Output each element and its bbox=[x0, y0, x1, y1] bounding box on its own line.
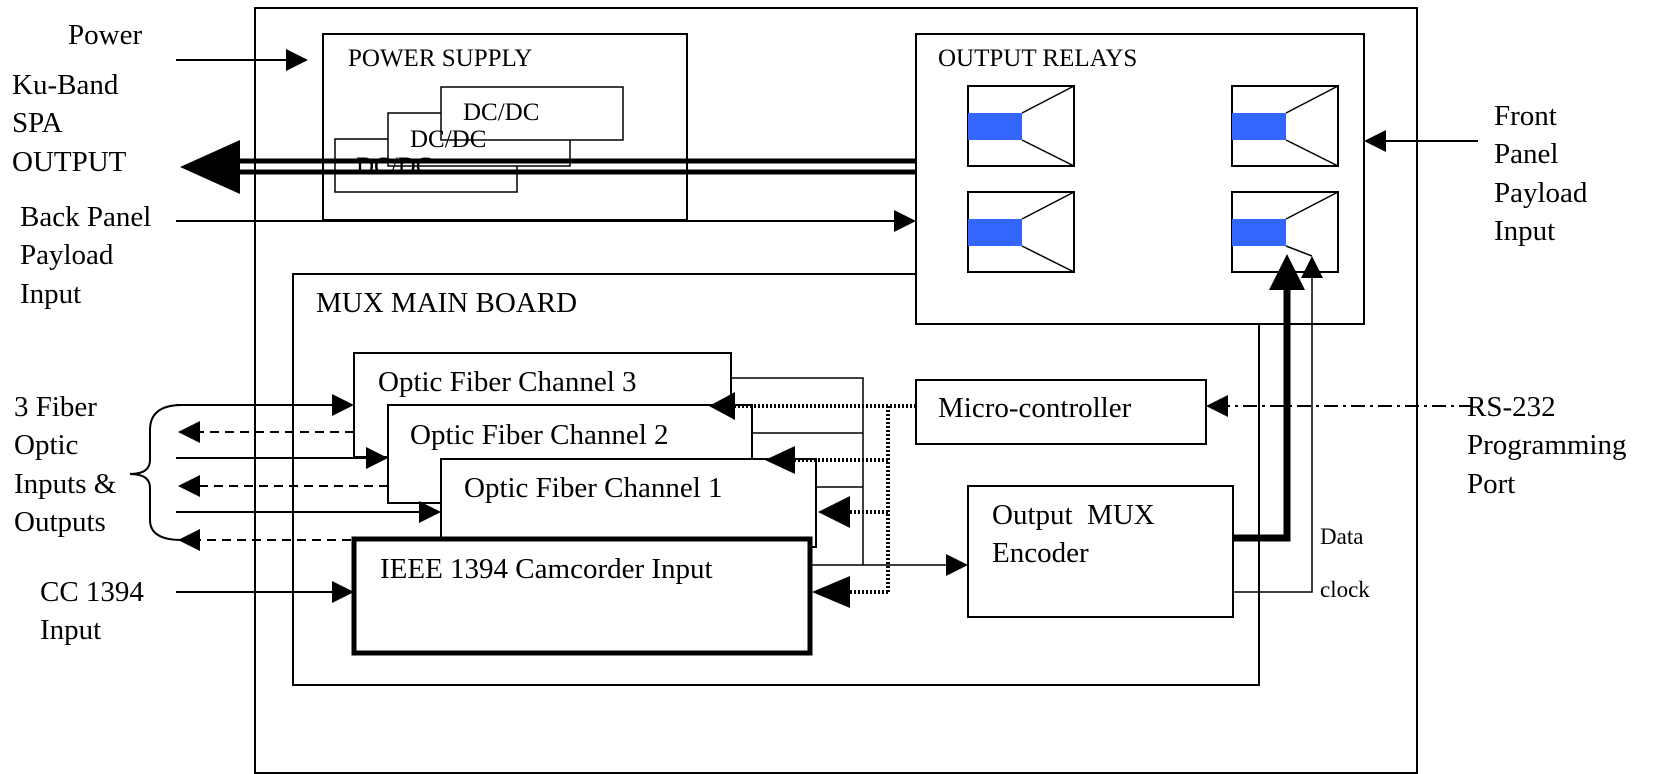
rs232-label-line2: Programming bbox=[1467, 429, 1627, 462]
back-panel-label-line3: Input bbox=[20, 277, 82, 310]
fiber-io-label-line3: Inputs & bbox=[14, 467, 117, 500]
channel-data-bus bbox=[731, 377, 968, 576]
micro-controller-block bbox=[915, 379, 1207, 445]
fiber-io-label-line2: Optic bbox=[14, 429, 79, 462]
relay-3 bbox=[967, 191, 1075, 273]
data-label: Data bbox=[1320, 524, 1364, 549]
front-panel-label-line2: Panel bbox=[1494, 138, 1559, 171]
rs232-label: RS-232 Programming Port bbox=[1467, 388, 1627, 503]
ieee1394-block bbox=[351, 536, 813, 656]
rs232-label-line1: RS-232 bbox=[1467, 391, 1556, 423]
dcdc-front-label: DC/DC bbox=[463, 99, 540, 126]
ku-band-label: Ku-Band SPA OUTPUT bbox=[12, 66, 126, 181]
front-panel-label-line1: Front bbox=[1494, 100, 1557, 132]
mux-encoder-label: Output MUX Encoder bbox=[992, 496, 1155, 573]
mux-main-board-title: MUX MAIN BOARD bbox=[316, 287, 578, 319]
fiber-io-label: 3 Fiber Optic Inputs & Outputs bbox=[14, 388, 116, 541]
ofc2-label: Optic Fiber Channel 2 bbox=[410, 419, 669, 451]
encoder-to-relay-line bbox=[1233, 290, 1291, 542]
fiber-io-label-line1: 3 Fiber bbox=[14, 391, 97, 423]
back-panel-label-line2: Payload bbox=[20, 239, 114, 272]
dcdc-module-front bbox=[440, 86, 624, 141]
relay-2 bbox=[1231, 85, 1339, 167]
ku-band-output-lines bbox=[180, 140, 916, 194]
power-label: Power bbox=[68, 19, 143, 51]
enclosure bbox=[254, 7, 1418, 774]
ku-band-label-line2: SPA bbox=[12, 107, 63, 140]
front-panel-label: Front Panel Payload Input bbox=[1494, 97, 1587, 250]
fiber-io-brace bbox=[129, 404, 183, 541]
power-supply-title: POWER SUPPLY bbox=[348, 45, 533, 72]
ofc1-label: Optic Fiber Channel 1 bbox=[464, 472, 723, 504]
dcdc-middle-label: DC/DC bbox=[410, 126, 487, 153]
cc1394-label: CC 1394 Input bbox=[40, 573, 144, 650]
cc1394-label-line2: Input bbox=[40, 614, 102, 647]
front-panel-label-line4: Input bbox=[1494, 214, 1556, 247]
clock-label: clock bbox=[1320, 577, 1370, 602]
output-relays-title: OUTPUT RELAYS bbox=[938, 45, 1138, 72]
mux-encoder-label-line2: Encoder bbox=[992, 537, 1089, 570]
cc1394-label-line1: CC 1394 bbox=[40, 576, 144, 608]
ofc1-block bbox=[440, 458, 817, 548]
rs232-label-line3: Port bbox=[1467, 467, 1516, 500]
ieee1394-label: IEEE 1394 Camcorder Input bbox=[380, 553, 713, 585]
ku-band-label-line3: OUTPUT bbox=[12, 145, 127, 178]
mux-encoder-block bbox=[967, 485, 1234, 618]
front-panel-label-line3: Payload bbox=[1494, 176, 1588, 209]
control-bus bbox=[709, 392, 916, 608]
mux-encoder-label-line1: Output MUX bbox=[992, 499, 1155, 531]
back-panel-label: Back Panel Payload Input bbox=[20, 198, 151, 313]
ofc3-label: Optic Fiber Channel 3 bbox=[378, 366, 637, 398]
ku-band-label-line1: Ku-Band bbox=[12, 69, 119, 101]
back-panel-label-line1: Back Panel bbox=[20, 201, 152, 233]
dcdc-back-label: DC/DC bbox=[356, 153, 433, 180]
relay-1 bbox=[967, 85, 1075, 167]
micro-controller-label: Micro-controller bbox=[938, 392, 1132, 424]
fiber-io-label-line4: Outputs bbox=[14, 505, 106, 538]
